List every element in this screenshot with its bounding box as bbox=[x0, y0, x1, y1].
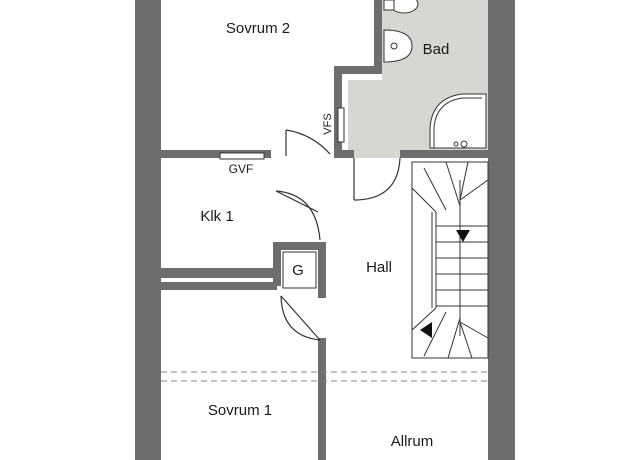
label-allrum: Allrum bbox=[391, 433, 434, 450]
outer-wall-right bbox=[488, 0, 515, 460]
wall-g-closet-right bbox=[318, 242, 326, 298]
wall-g-closet-top bbox=[273, 242, 325, 250]
vfs-box bbox=[337, 107, 345, 143]
label-sovrum2: Sovrum 2 bbox=[226, 20, 290, 37]
door-sovrum1 bbox=[280, 295, 321, 341]
shower-icon bbox=[429, 93, 487, 149]
door-sovrum2 bbox=[285, 129, 331, 156]
wall-sovrum1-right bbox=[318, 338, 326, 460]
label-sovrum1: Sovrum 1 bbox=[208, 402, 272, 419]
label-bad: Bad bbox=[423, 41, 450, 58]
sink-icon bbox=[383, 29, 413, 63]
wall-g-closet-left bbox=[273, 242, 281, 286]
staircase bbox=[411, 161, 489, 359]
wall-klk-bottom bbox=[161, 268, 273, 278]
stair-arrow-left-icon bbox=[420, 322, 432, 338]
toilet-icon bbox=[383, 0, 419, 14]
bath-wall-upper bbox=[374, 0, 382, 70]
label-hall: Hall bbox=[366, 259, 392, 276]
bath-wall-bottom-a bbox=[334, 150, 354, 158]
outer-wall-left bbox=[135, 0, 161, 460]
wall-sovrum1-top bbox=[161, 282, 277, 290]
bath-wall-step bbox=[334, 66, 382, 74]
door-bad bbox=[353, 157, 401, 201]
label-g: G bbox=[292, 262, 304, 279]
label-gvf: GVF bbox=[229, 162, 254, 176]
bath-wall-bottom-b bbox=[400, 150, 488, 158]
g-closet-inner bbox=[282, 251, 317, 289]
label-klk1: Klk 1 bbox=[200, 208, 233, 225]
door-klk1 bbox=[275, 190, 321, 241]
label-vfs: VFS bbox=[322, 113, 334, 134]
stair-arrow-down-icon bbox=[456, 230, 470, 242]
gvf-vent bbox=[219, 152, 265, 160]
